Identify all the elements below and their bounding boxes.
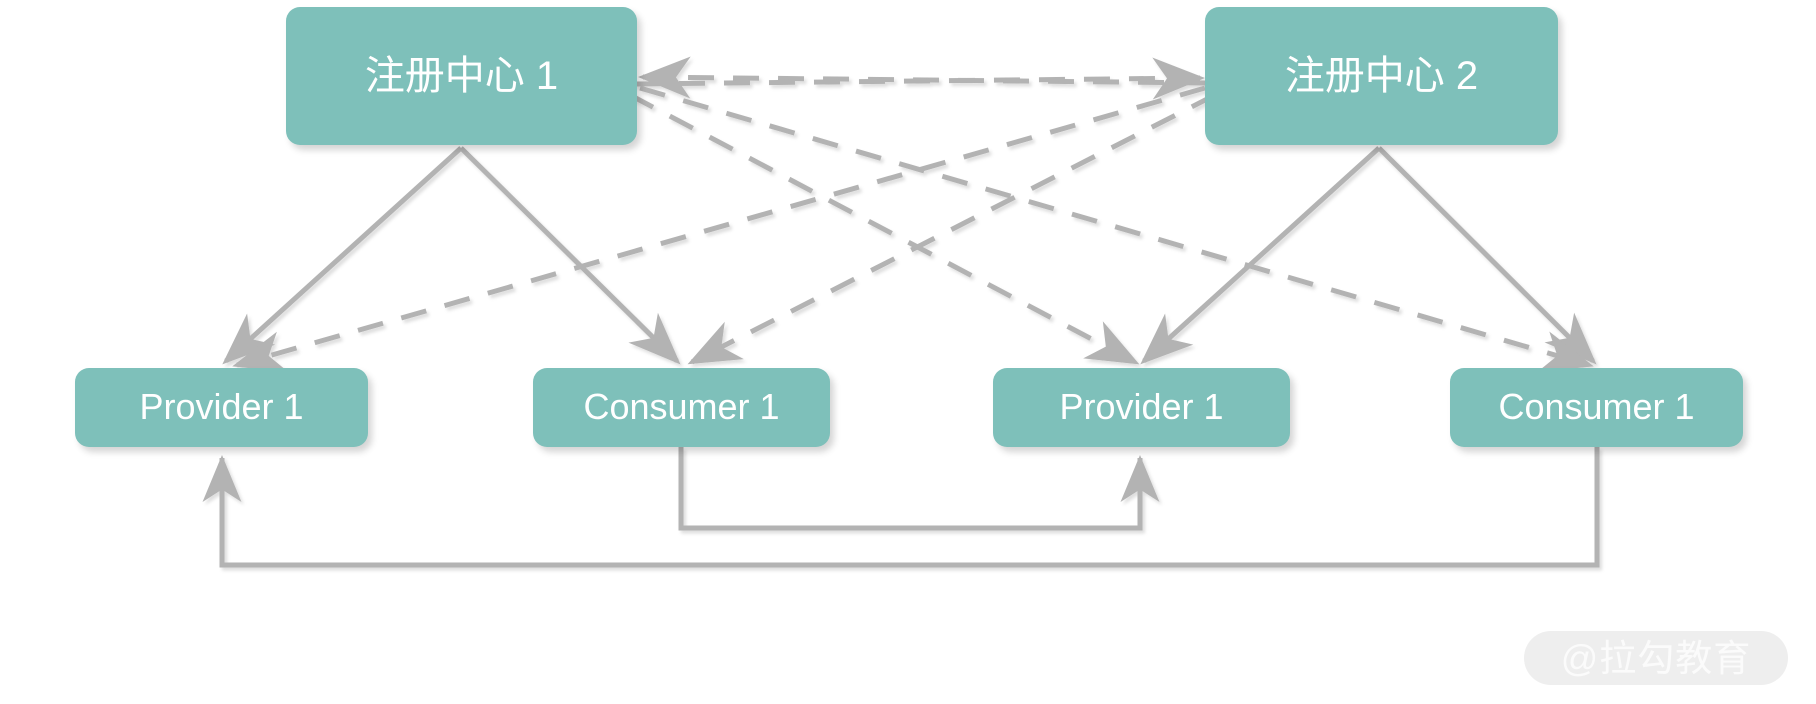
node-provider-2-label: Provider 1 [1059,385,1224,427]
edge-consumer2-to-provider1 [202,447,1600,568]
node-registry-1-label: 注册中心 1 [364,54,559,98]
node-provider-1[interactable]: Provider 1 [75,368,368,447]
watermark-badge: @拉勾教育 [1524,631,1788,685]
edge-registry1-to-consumer2 [639,85,1594,372]
node-consumer-2[interactable]: Consumer 1 [1450,368,1743,447]
node-consumer-2-label: Consumer 1 [1498,385,1695,427]
node-consumer-1[interactable]: Consumer 1 [533,368,830,447]
edge-registry2-to-consumer1 [687,92,1217,365]
node-provider-2[interactable]: Provider 1 [993,368,1290,447]
node-provider-1-label: Provider 1 [139,385,304,427]
edge-sync-to-registry2 [633,57,1205,100]
edge-registry2-to-provider2 [1140,146,1381,365]
edge-registry1-to-provider1 [222,146,463,365]
node-registry-1[interactable]: 注册中心 1 [286,7,637,145]
watermark-text: @拉勾教育 [1560,637,1752,679]
edge-registry1-to-consumer1 [459,146,681,365]
edge-registry1-to-provider2 [628,92,1140,365]
node-registry-2[interactable]: 注册中心 2 [1205,7,1558,145]
edge-registry2-to-consumer2 [1377,146,1597,365]
edge-registry2-to-provider1 [232,85,1206,373]
node-registry-2-label: 注册中心 2 [1284,54,1479,98]
node-consumer-1-label: Consumer 1 [583,385,780,427]
edge-consumer1-to-provider2 [678,447,1160,531]
